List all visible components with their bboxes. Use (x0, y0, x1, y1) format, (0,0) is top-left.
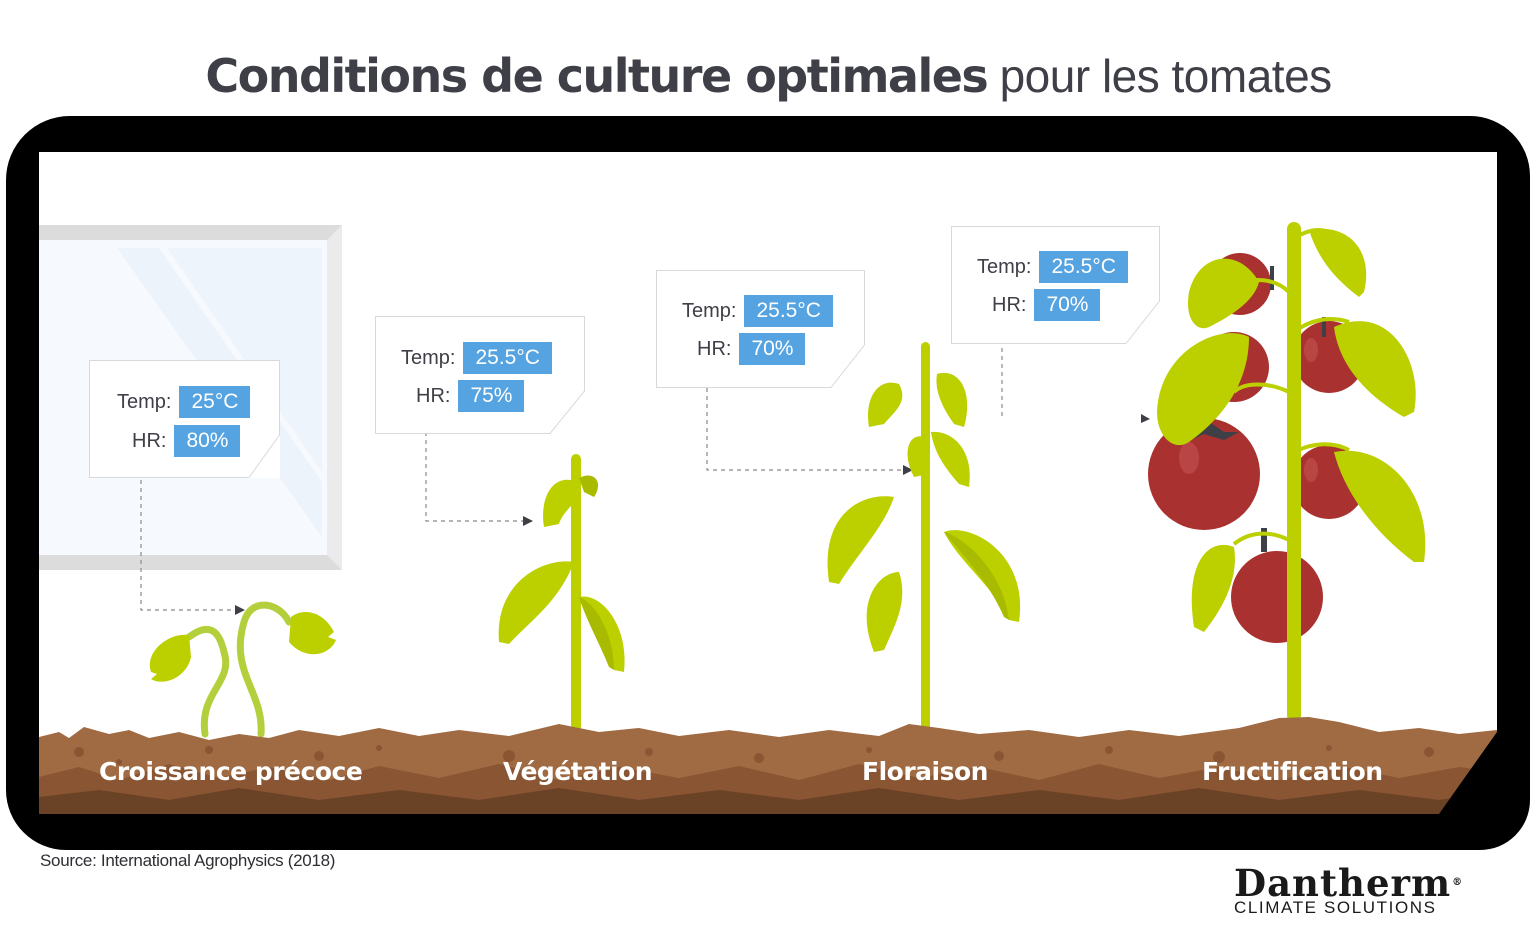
hr-label: HR: (416, 384, 451, 407)
temp-row: Temp: 25°C (117, 386, 251, 418)
hr-label: HR: (992, 293, 1027, 316)
conditions-card-floraison: Temp: 25.5°C HR: 70% (656, 270, 865, 388)
stage-label-croissance: Croissance précoce (99, 757, 363, 786)
temp-label: Temp: (401, 346, 456, 369)
temp-value: 25.5°C (1039, 251, 1128, 283)
temp-row: Temp: 25.5°C (977, 251, 1128, 283)
hr-value: 80% (174, 425, 241, 457)
logo-brand-text: Dantherm (1234, 861, 1452, 905)
page-title: Conditions de culture optimales pour les… (0, 44, 1537, 108)
soil-ground (39, 717, 1497, 814)
flowering-plant (827, 342, 1021, 732)
conditions-card-croissance: Temp: 25°C HR: 80% (89, 360, 280, 478)
card-border (656, 270, 865, 388)
dantherm-logo: Dantherm® CLIMATE SOLUTIONS (1234, 865, 1489, 917)
temp-value: 25.5°C (463, 342, 552, 374)
temp-row: Temp: 25.5°C (682, 295, 833, 327)
card-border (89, 360, 280, 478)
hr-row: HR: 70% (697, 333, 806, 365)
hr-label: HR: (132, 429, 167, 452)
stage-label-vegetation: Végétation (503, 757, 653, 786)
card-border (375, 316, 585, 434)
greenhouse-scene: Temp: 25°C HR: 80% Temp: 25.5°C HR: 75% Temp… (39, 152, 1497, 814)
temp-value: 25.5°C (744, 295, 833, 327)
card-border (951, 226, 1160, 344)
title-light: pour les tomates (987, 50, 1333, 102)
seedling-plant (185, 601, 293, 738)
logo-tagline: CLIMATE SOLUTIONS (1234, 898, 1437, 917)
hr-row: HR: 75% (416, 380, 525, 412)
temp-label: Temp: (682, 299, 737, 322)
logo-brand: Dantherm® (1234, 865, 1489, 902)
hr-value: 70% (739, 333, 806, 365)
scene-illustration (39, 222, 1497, 814)
title-bold: Conditions de culture optimales (205, 49, 988, 103)
registered-icon: ® (1452, 877, 1464, 888)
hr-value: 75% (458, 380, 525, 412)
temp-label: Temp: (117, 390, 172, 413)
source-citation: Source: International Agrophysics (2018) (40, 851, 336, 870)
hr-row: HR: 80% (132, 425, 241, 457)
tomato-plant (1148, 222, 1426, 722)
temp-row: Temp: 25.5°C (401, 342, 552, 374)
hr-row: HR: 70% (992, 289, 1101, 321)
vegetation-plant (498, 454, 625, 732)
hr-value: 70% (1034, 289, 1101, 321)
conditions-card-fructification: Temp: 25.5°C HR: 70% (951, 226, 1160, 344)
stage-label-floraison: Floraison (862, 757, 988, 786)
temp-value: 25°C (179, 386, 251, 418)
conditions-card-vegetation: Temp: 25.5°C HR: 75% (375, 316, 585, 434)
stage-label-fructification: Fructification (1202, 757, 1383, 786)
temp-label: Temp: (977, 255, 1032, 278)
hr-label: HR: (697, 337, 732, 360)
